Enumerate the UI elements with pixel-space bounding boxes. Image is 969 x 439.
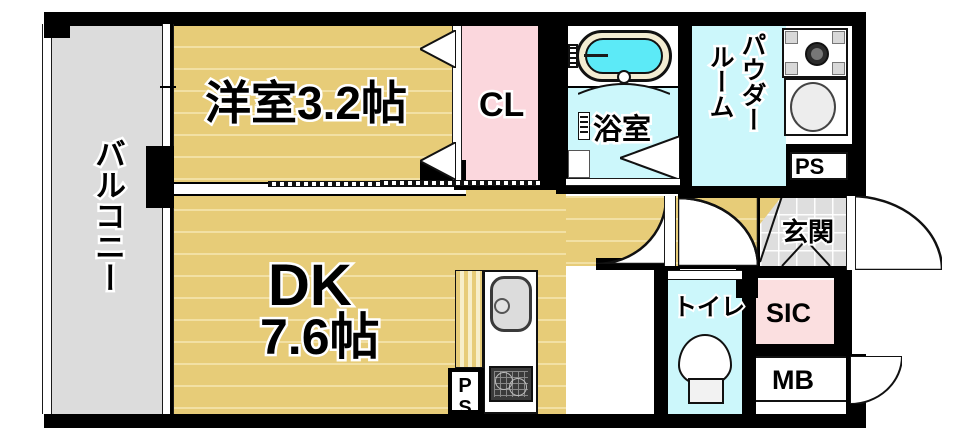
wall-bath-left bbox=[556, 12, 568, 192]
bath-faucet bbox=[584, 54, 608, 57]
label-balcony: バルコニー bbox=[88, 136, 128, 296]
entrance-swing-door[interactable] bbox=[850, 196, 942, 270]
entrance-door-leaf bbox=[846, 196, 856, 270]
label-toilet: トイレ bbox=[671, 294, 747, 322]
wall-top-left-nib bbox=[44, 12, 70, 38]
label-bath: 浴室 bbox=[590, 113, 653, 147]
label-powder-col-a: パウダー bbox=[736, 30, 769, 135]
label-mb: MB bbox=[772, 365, 814, 395]
wall-entrance-left bbox=[757, 196, 760, 268]
kitchen-tall-unit-stripes bbox=[456, 271, 482, 367]
wall-top bbox=[44, 12, 866, 26]
washing-machine-pan bbox=[782, 28, 848, 78]
label-powder-col-b: ルーム bbox=[704, 42, 737, 122]
wall-hall-floorline bbox=[676, 266, 760, 269]
bath-washbowl bbox=[568, 150, 590, 178]
toilet-tank bbox=[688, 378, 724, 404]
closet-fold-arrow-top bbox=[420, 30, 456, 68]
hall-swing-door[interactable] bbox=[596, 198, 666, 264]
ps-top-box bbox=[790, 152, 848, 180]
wall-sic-top bbox=[742, 266, 852, 278]
room-powder bbox=[690, 26, 786, 186]
room-closet bbox=[460, 26, 538, 184]
closet-threshold bbox=[380, 180, 540, 186]
bath-folding-door[interactable] bbox=[620, 136, 680, 180]
powder-swing-door[interactable] bbox=[678, 198, 758, 266]
balcony-railing bbox=[42, 24, 52, 414]
vanity-washbasin bbox=[790, 82, 836, 132]
label-dk: DK bbox=[266, 253, 355, 318]
label-closet: CL bbox=[476, 86, 526, 125]
wall-bottom bbox=[44, 414, 866, 428]
wall-toilet-left bbox=[654, 266, 668, 414]
ps-kitchen-box bbox=[452, 372, 478, 410]
wall-bath-right bbox=[678, 12, 692, 198]
entrance-step-line bbox=[760, 196, 846, 266]
bath-drain-icon bbox=[617, 70, 631, 84]
room-sic bbox=[754, 280, 834, 346]
label-ps-top: PS bbox=[795, 154, 825, 179]
kitchen-sink-drain-icon bbox=[494, 298, 510, 314]
hall-door-jamb-1 bbox=[664, 196, 676, 266]
bath-door-sash bbox=[566, 178, 680, 186]
closet-bifold-door[interactable] bbox=[452, 26, 462, 184]
label-bedroom: 洋室3.2帖 bbox=[203, 77, 410, 129]
toilet-door[interactable] bbox=[668, 270, 742, 280]
wall-right-upper bbox=[852, 12, 866, 198]
room-balcony bbox=[44, 24, 172, 414]
wall-sic-right bbox=[834, 266, 852, 354]
gas-stove bbox=[489, 366, 533, 402]
label-dk-size: 7.6帖 bbox=[258, 309, 382, 365]
bath-control-buttons bbox=[570, 47, 576, 65]
wall-balcony-edge bbox=[170, 24, 173, 414]
bath-apron-curve bbox=[578, 78, 670, 96]
room-bedroom bbox=[172, 24, 454, 187]
meter-box-door[interactable] bbox=[850, 356, 902, 404]
wall-toilet-right bbox=[742, 266, 756, 414]
wall-closet-right bbox=[538, 12, 556, 188]
room-entrance bbox=[760, 196, 846, 266]
wall-powder-bottom bbox=[692, 186, 866, 198]
drain-knob-icon bbox=[805, 42, 829, 66]
label-sic: SIC bbox=[766, 298, 812, 328]
bath-mixer-detail bbox=[580, 116, 588, 136]
wall-sic-bottom bbox=[742, 344, 852, 356]
label-ps-kitchen: PS bbox=[454, 375, 476, 419]
closet-fold-arrow-bottom bbox=[420, 142, 456, 180]
wall-balcony-pier bbox=[146, 146, 174, 208]
label-entrance: 玄関 bbox=[780, 217, 836, 247]
partition-line-bottom bbox=[174, 194, 466, 196]
bedroom-dk-sliding-partition[interactable] bbox=[268, 181, 468, 187]
window-mullion bbox=[160, 86, 176, 88]
